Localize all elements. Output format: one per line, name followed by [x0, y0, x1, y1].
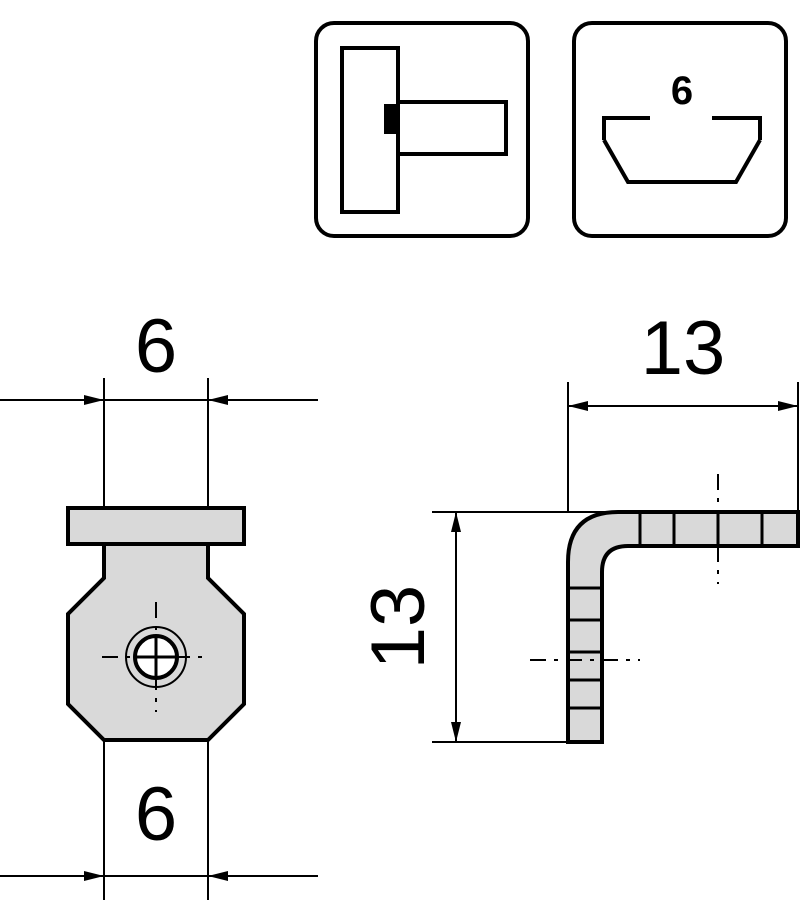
side-vertical-height-label: 13	[356, 585, 441, 670]
slot-width-label: 6	[671, 69, 693, 113]
front-top-flange	[66, 506, 246, 546]
front-top-width-label: 6	[135, 304, 177, 389]
side-view: 13 13	[356, 306, 800, 744]
hole-outer-ring	[125, 626, 187, 688]
slot-profile-icon: 6	[572, 21, 788, 238]
t-connector-icon	[314, 21, 530, 238]
side-l-bracket	[566, 510, 800, 744]
front-view: 6 6	[0, 304, 318, 900]
side-horizontal-length-label: 13	[641, 306, 726, 391]
front-bottom-width-label: 6	[135, 772, 177, 857]
